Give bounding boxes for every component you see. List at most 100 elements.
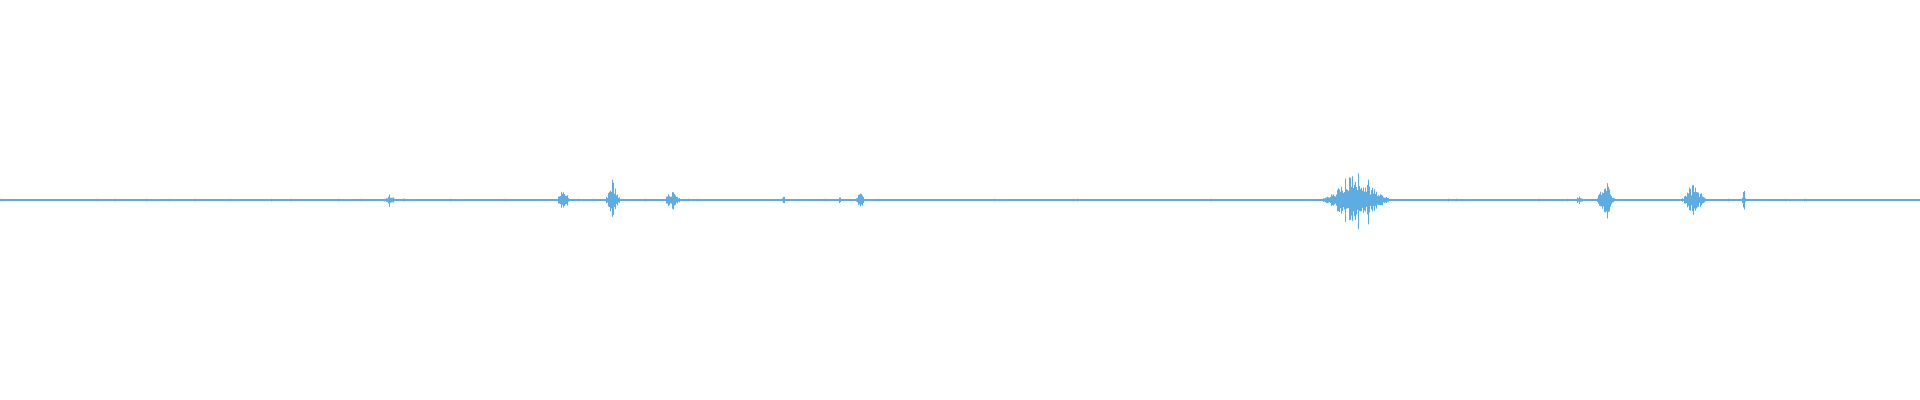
- waveform-sample: [1581, 198, 1582, 202]
- waveform-sample: [394, 198, 395, 202]
- waveform-sample: [1358, 173, 1359, 230]
- waveform-sample: [666, 196, 667, 204]
- waveform-sample: [1324, 198, 1325, 202]
- waveform-sample: [389, 194, 390, 207]
- waveform-sample: [1379, 195, 1380, 205]
- waveform-sample: [1687, 192, 1688, 208]
- waveform-sample: [1367, 184, 1368, 215]
- waveform-sample: [1700, 193, 1701, 207]
- waveform-sample: [825, 198, 826, 202]
- waveform-sample: [1703, 197, 1704, 203]
- waveform-sample: [338, 198, 339, 202]
- waveform-sample: [1609, 189, 1610, 212]
- waveform-sample: [609, 191, 610, 208]
- waveform-sample: [1381, 194, 1382, 205]
- waveform-sample: [1338, 188, 1339, 212]
- waveform-sample: [858, 194, 859, 205]
- waveform-sample: [1355, 182, 1356, 220]
- waveform-sample: [668, 194, 669, 207]
- waveform-sample: [1689, 187, 1690, 211]
- waveform-sample: [617, 194, 618, 206]
- waveform-sample: [1332, 195, 1333, 206]
- waveform-sample: [616, 195, 617, 204]
- waveform-sample: [1579, 196, 1580, 204]
- waveform-sample: [1599, 193, 1600, 206]
- waveform-sample: [291, 198, 292, 202]
- waveform-sample: [1363, 187, 1364, 213]
- waveform-sample: [505, 198, 506, 202]
- waveform-sample: [608, 193, 609, 207]
- waveform-sample: [1600, 191, 1601, 207]
- waveform-sample: [1577, 197, 1578, 203]
- waveform-sample: [391, 197, 392, 203]
- waveform-sample: [1612, 197, 1613, 203]
- waveform-sample: [1359, 186, 1360, 211]
- waveform-sample: [1348, 190, 1349, 209]
- waveform-baseline: [0, 199, 1920, 201]
- waveform-sample: [1697, 192, 1698, 208]
- waveform-sample: [564, 194, 565, 206]
- waveform-sample: [1605, 188, 1606, 213]
- waveform-sample: [1695, 187, 1696, 211]
- waveform-sample: [1334, 196, 1335, 205]
- waveform-sample: [1353, 188, 1354, 212]
- waveform-sample: [1701, 193, 1702, 206]
- waveform-sample: [115, 198, 116, 202]
- waveform-sample: [1699, 196, 1700, 203]
- waveform-sample: [387, 198, 388, 202]
- waveform-sample: [615, 188, 616, 210]
- waveform-sample: [1539, 198, 1540, 202]
- waveform-sample: [1341, 186, 1342, 214]
- waveform-sample: [1343, 193, 1344, 208]
- waveform-sample: [1611, 196, 1612, 205]
- waveform-sample: [611, 191, 612, 209]
- waveform-sample: [1382, 195, 1383, 206]
- waveform-sample: [386, 198, 387, 202]
- waveform-sample: [1690, 189, 1691, 211]
- waveform-sample: [1357, 190, 1358, 210]
- waveform-sample: [146, 198, 147, 202]
- waveform-sample: [645, 198, 646, 202]
- waveform-sample: [1377, 196, 1378, 205]
- waveform-sample: [676, 196, 677, 203]
- waveform-sample: [667, 196, 668, 204]
- waveform-sample: [1333, 194, 1334, 206]
- waveform-sample: [1362, 190, 1363, 208]
- waveform-sample: [1685, 195, 1686, 204]
- waveform-sample: [1354, 184, 1355, 217]
- waveform-sample: [859, 194, 860, 205]
- waveform-sample: [1601, 194, 1602, 207]
- waveform-sample: [856, 198, 857, 202]
- waveform-sample: [388, 196, 389, 204]
- waveform-sample: [1691, 195, 1692, 206]
- waveform-sample: [1211, 198, 1212, 202]
- waveform-sample: [688, 198, 689, 202]
- waveform-sample: [404, 198, 405, 202]
- waveform-sample: [1743, 191, 1744, 208]
- waveform-sample: [1698, 192, 1699, 207]
- waveform-sample: [1602, 192, 1603, 209]
- waveform-sample: [1567, 198, 1568, 202]
- waveform-sample: [1376, 191, 1377, 209]
- waveform-sample: [1705, 198, 1706, 202]
- waveform-sample: [1373, 193, 1374, 207]
- waveform-sample: [559, 196, 560, 204]
- waveform-sample: [669, 195, 670, 206]
- waveform-sample: [578, 198, 579, 202]
- waveform-sample: [1613, 197, 1614, 203]
- waveform-sample: [1331, 194, 1332, 207]
- waveform-sample: [671, 196, 672, 204]
- waveform-sample: [1578, 198, 1579, 202]
- waveform-sample: [563, 192, 564, 208]
- waveform-sample: [1349, 177, 1350, 221]
- waveform-sample: [994, 198, 995, 202]
- waveform-sample: [1342, 190, 1343, 211]
- waveform-sample: [1607, 183, 1608, 219]
- waveform-sample: [271, 198, 272, 202]
- waveform-sample: [1704, 197, 1705, 203]
- waveform-sample: [1684, 196, 1685, 204]
- waveform-sample: [619, 197, 620, 203]
- waveform-sample: [782, 198, 783, 202]
- waveform-sample: [672, 192, 673, 209]
